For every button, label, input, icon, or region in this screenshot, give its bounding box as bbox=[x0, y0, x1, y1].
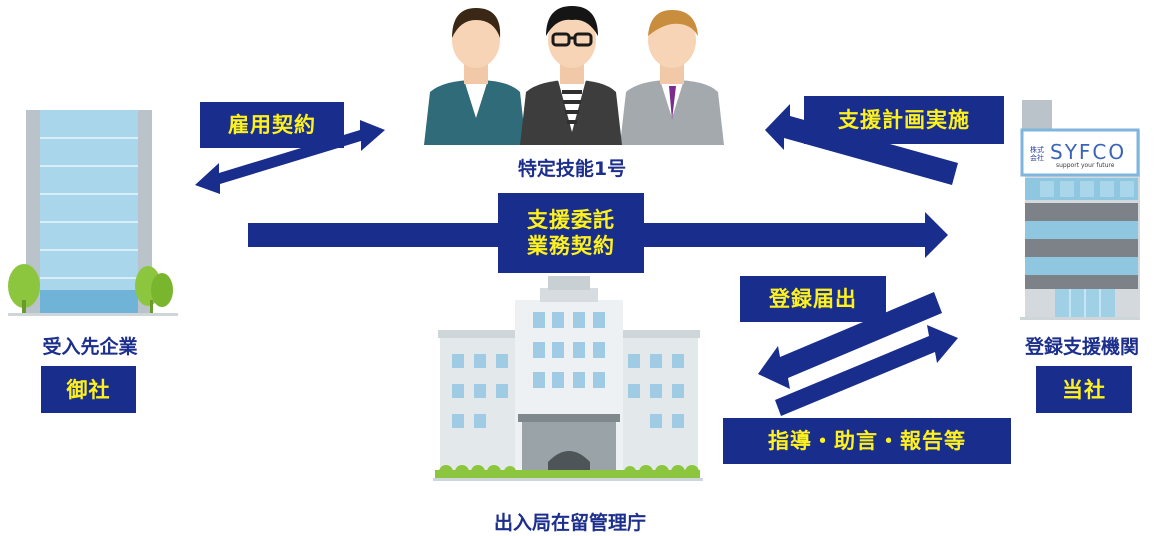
registration-tag: 登録届出 bbox=[740, 276, 886, 322]
immigration-label: 出入局在留管理庁 bbox=[493, 512, 646, 534]
workers-icon bbox=[424, 6, 724, 145]
agency-building-icon bbox=[1020, 100, 1140, 320]
registration-arrow bbox=[758, 292, 942, 389]
client-tag: 御社 bbox=[41, 366, 136, 413]
logo-small-text: 株式会社 bbox=[1030, 146, 1044, 162]
guidance-tag: 指導・助言・報告等 bbox=[723, 418, 1011, 464]
client-building-icon bbox=[8, 110, 178, 316]
logo-brand: SYFCO bbox=[1050, 140, 1127, 164]
immigration-building-icon bbox=[433, 276, 703, 481]
guidance-arrow bbox=[775, 325, 958, 416]
client-label: 受入先企業 bbox=[42, 336, 138, 358]
agency-tag: 当社 bbox=[1036, 366, 1132, 413]
employment-tag: 雇用契約 bbox=[200, 102, 344, 148]
people-label: 特定技能1号 bbox=[517, 158, 627, 180]
outsourcing-tag-line2: 業務契約 bbox=[527, 234, 615, 258]
logo-tagline: support your future bbox=[1056, 162, 1115, 169]
outsourcing-tag-line1: 支援委託 bbox=[527, 208, 615, 232]
outsourcing-tag: 支援委託 業務契約 bbox=[498, 193, 644, 273]
support-plan-tag: 支援計画実施 bbox=[804, 96, 1004, 144]
agency-label: 登録支援機関 bbox=[1024, 336, 1139, 358]
